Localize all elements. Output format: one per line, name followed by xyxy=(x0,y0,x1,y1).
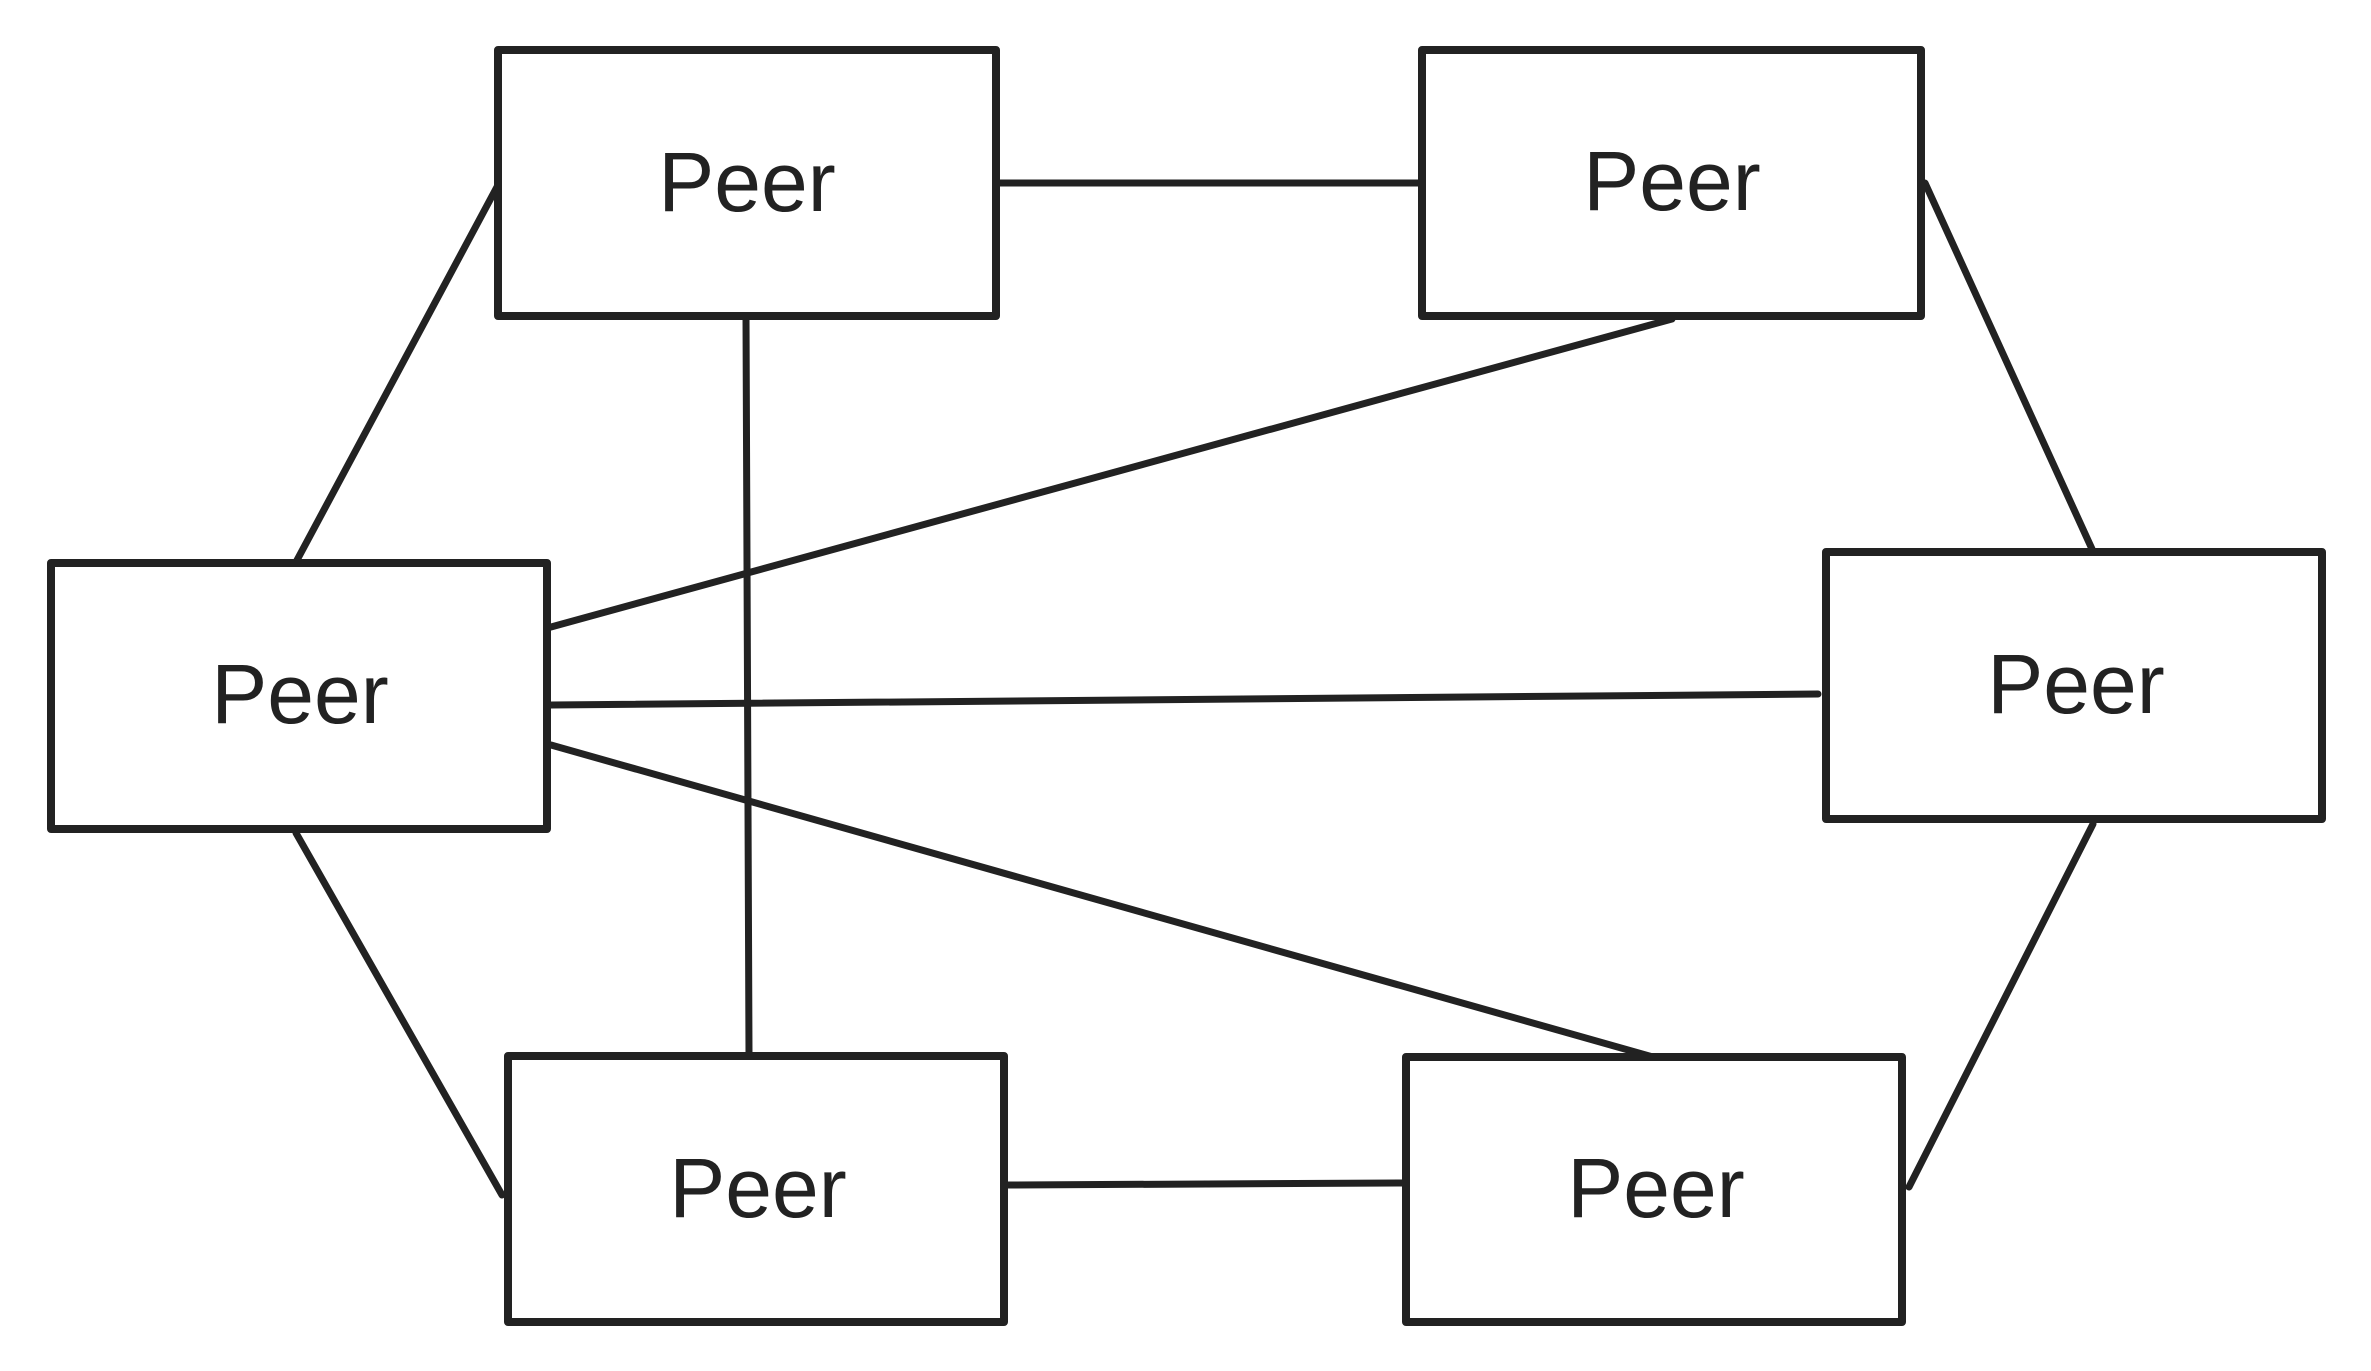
node-label: Peer xyxy=(658,135,835,229)
peer-node-bottom-left: Peer xyxy=(504,1052,1008,1326)
edge-left-to-bottom-left xyxy=(292,829,506,1199)
edge-top-right-to-left xyxy=(547,315,1676,631)
node-label: Peer xyxy=(1567,1141,1744,1235)
edge-top-left-to-left xyxy=(292,181,502,566)
edges xyxy=(292,179,2097,1199)
node-label: Peer xyxy=(211,647,388,741)
node-label: Peer xyxy=(669,1141,846,1235)
node-box xyxy=(504,1052,1008,1326)
edge-left-to-bottom-right xyxy=(547,741,1664,1063)
edge-left-to-right xyxy=(547,690,1822,709)
edge-top-right-to-right xyxy=(1921,179,2096,553)
node-label: Peer xyxy=(1987,637,2164,731)
node-box xyxy=(1418,46,1925,320)
peer-node-right: Peer xyxy=(1822,548,2326,823)
node-box xyxy=(494,46,1000,320)
edge-bottom-left-to-bottom-right xyxy=(1004,1179,1406,1189)
node-box xyxy=(1822,548,2326,823)
peer-node-left: Peer xyxy=(47,559,551,833)
peer-node-bottom-right: Peer xyxy=(1402,1053,1906,1326)
edge-top-left-to-bottom-left xyxy=(742,312,753,1058)
node-label: Peer xyxy=(1583,134,1760,228)
peer-node-top-left: Peer xyxy=(494,46,1000,320)
edge-right-to-bottom-right xyxy=(1905,820,2097,1191)
peer-node-top-right: Peer xyxy=(1418,46,1925,320)
node-box xyxy=(1402,1053,1906,1326)
node-box xyxy=(47,559,551,833)
